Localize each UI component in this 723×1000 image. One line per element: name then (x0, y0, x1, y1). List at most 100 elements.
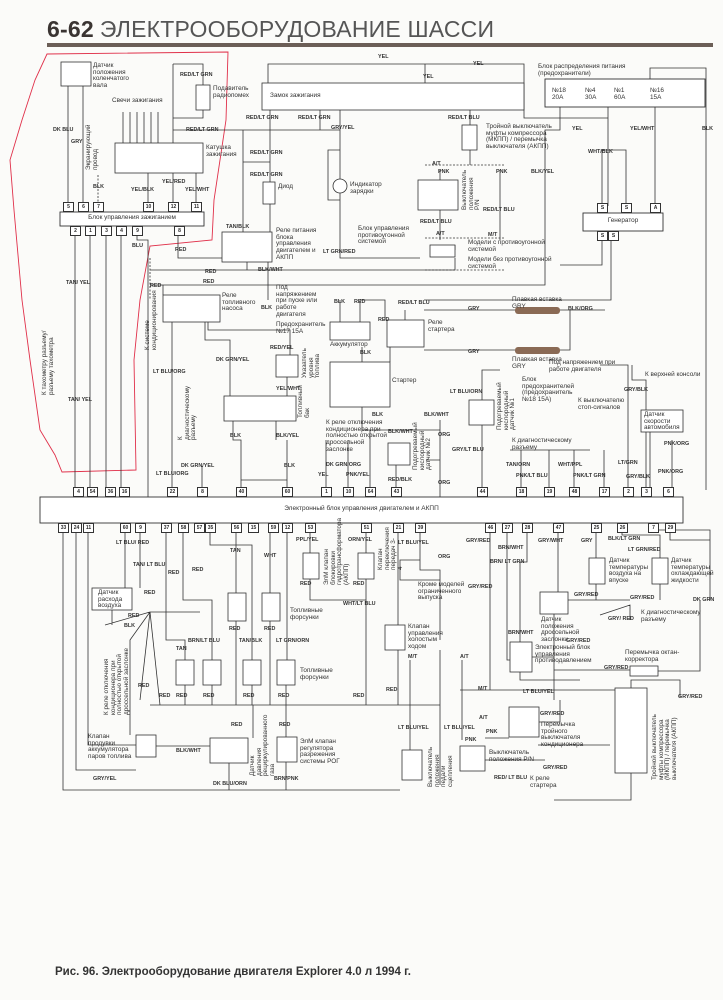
to-diag-left-label: К диагностическому разъему (177, 385, 198, 440)
dpfe-box (209, 737, 249, 764)
wire-color-label: LT BLU/YEL (444, 725, 475, 731)
wire-color-label: BLK (702, 126, 714, 132)
to-diag-low-label: К диагностическому разъему (641, 609, 701, 623)
shield-wire-label: Экранирующий провод (85, 124, 99, 170)
ecu-pin: 54 (87, 487, 98, 497)
wire-color-label: LT BLU/ORN (450, 389, 483, 395)
ecu-block (39, 496, 684, 524)
ecu-pin: 59 (268, 523, 279, 533)
wire-color-label: PNK/ORG (658, 469, 684, 475)
radio-suppressor-box (195, 84, 211, 111)
wire-color-label: GRY/RED (466, 538, 491, 544)
wire-color-label: RED (386, 687, 398, 693)
wire-color-label: GRY/WHT (538, 538, 564, 544)
battery-box (329, 321, 371, 341)
ho2s-1-box (468, 399, 495, 426)
wire-color-label: RED/LT BLU (483, 207, 515, 213)
wire-color-label: ORG (438, 480, 451, 486)
iat-box (588, 557, 606, 585)
wire-color-label: PNK (486, 729, 498, 735)
wire-color-label: RED/ LT BLU (494, 775, 528, 781)
wire-color-label: RED/LT GRN (250, 172, 283, 178)
ecu-pin: 57 (194, 523, 205, 533)
ecu-pin: 4 (73, 487, 84, 497)
wire-color-label: GRY (581, 538, 593, 544)
wire-color-label: BLK/WHT (258, 267, 283, 273)
wire-color-label: PNK (496, 169, 508, 175)
wire-color-label: DK BLU/ORN (213, 781, 247, 787)
wire-color-label: GRY/BLK (626, 474, 651, 480)
wire-color-label: M/T (478, 686, 488, 692)
wire-color-label: BRN/LT BLU (188, 638, 220, 644)
wire-color-label: YEL/BLK (131, 187, 155, 193)
to-stop-lamp-label: К выключателю стоп-сигналов (578, 397, 625, 411)
ss34-box (357, 552, 375, 580)
section-title: ЭЛЕКТРООБОРУДОВАНИЕ ШАССИ (99, 16, 495, 42)
fuel-gauge-box (275, 354, 299, 378)
wire-color-label: GRY/RED (678, 694, 703, 700)
wire-color-label: DK GRN/YEL (181, 463, 215, 469)
wire-color-label: TAN (176, 646, 187, 652)
tps-box (539, 591, 569, 615)
wire-color-label: RED/LT GRN (246, 115, 279, 121)
wire-color-label: YEL (473, 61, 484, 67)
wire-color-label: TAN/ YEL (68, 397, 93, 403)
wire-color-label: RED (128, 613, 140, 619)
wire-color-label: WHT/PPL (558, 462, 583, 468)
fuse-18: №18 20A (552, 87, 566, 101)
ignition-module-pin: 5 (63, 202, 74, 212)
wire-color-label: LT/GRN (618, 460, 638, 466)
injectors-1-box (227, 592, 247, 622)
ecu-pin: 2 (623, 487, 634, 497)
wire-color-label: RED (144, 590, 156, 596)
wire-color-label: BLK/WHT (388, 429, 413, 435)
wire-color-label: YEL (318, 472, 329, 478)
ignition-module-pin: 4 (116, 226, 127, 236)
ecu-pin: 26 (617, 523, 628, 533)
wire-color-label: RED/YEL (270, 345, 294, 351)
wire-color-label: BLU (132, 243, 144, 249)
wire-color-label: RED (138, 683, 150, 689)
ignition-module-pin: 11 (191, 202, 202, 212)
ecu-pin: 9 (135, 523, 146, 533)
ecu-pin: 51 (361, 523, 372, 533)
ecu-pin: 53 (305, 523, 316, 533)
ecu-pin: 19 (544, 487, 555, 497)
generator-pin: S (597, 203, 608, 213)
vss-label: Датчик скорости автомобиля (644, 411, 680, 432)
vss-box (640, 409, 684, 433)
wire-color-label: YEL (378, 54, 389, 60)
triple-switch-top-label: Тройной выключатель муфты компрессора (М… (486, 123, 552, 151)
generator-pin: S (621, 203, 632, 213)
wire-color-label: PNK/ORG (664, 441, 690, 447)
tcc-solenoid-box (302, 552, 320, 580)
fuse-16: №16 15A (650, 87, 664, 101)
wire-color-label: BLK (372, 412, 384, 418)
wire-color-label: ORG (438, 432, 451, 438)
ecu-pin: 18 (516, 487, 527, 497)
ecu-pin: 48 (569, 487, 580, 497)
fuel-injector (242, 659, 262, 686)
wire-color-label: BLK (334, 299, 346, 305)
wire-color-label: YEL (572, 126, 583, 132)
wire-color-label: LT BLU/YEL (398, 540, 429, 546)
ho2s-2-label: Подогреваемый кислородный датчик №2 (412, 422, 433, 470)
ecu-pin: 27 (502, 523, 513, 533)
wire-color-label: GRY/BLK (624, 387, 649, 393)
ecu-pin: 29 (665, 523, 676, 533)
starter-box (329, 361, 391, 408)
wire-color-label: TAN/BLK (239, 638, 263, 644)
ecu-pin: 40 (236, 487, 247, 497)
fuse-block-18-label: Блок предохранителей (предохранитель №18… (522, 376, 575, 404)
battery-label: Аккумулятор (330, 341, 368, 348)
wire-color-label: GRY/RED (630, 595, 655, 601)
wire-color-label: LT BLU/YEL (523, 689, 554, 695)
generator-block (582, 212, 664, 232)
charge-indicator-label: Индикатор зарядки (350, 181, 382, 195)
fuse-box-block (544, 78, 706, 108)
wire-color-label: PNK (438, 169, 450, 175)
canister-purge-label: Клапан продувки аккумулятора паров топли… (88, 733, 132, 761)
wire-color-label: BLK (261, 305, 273, 311)
